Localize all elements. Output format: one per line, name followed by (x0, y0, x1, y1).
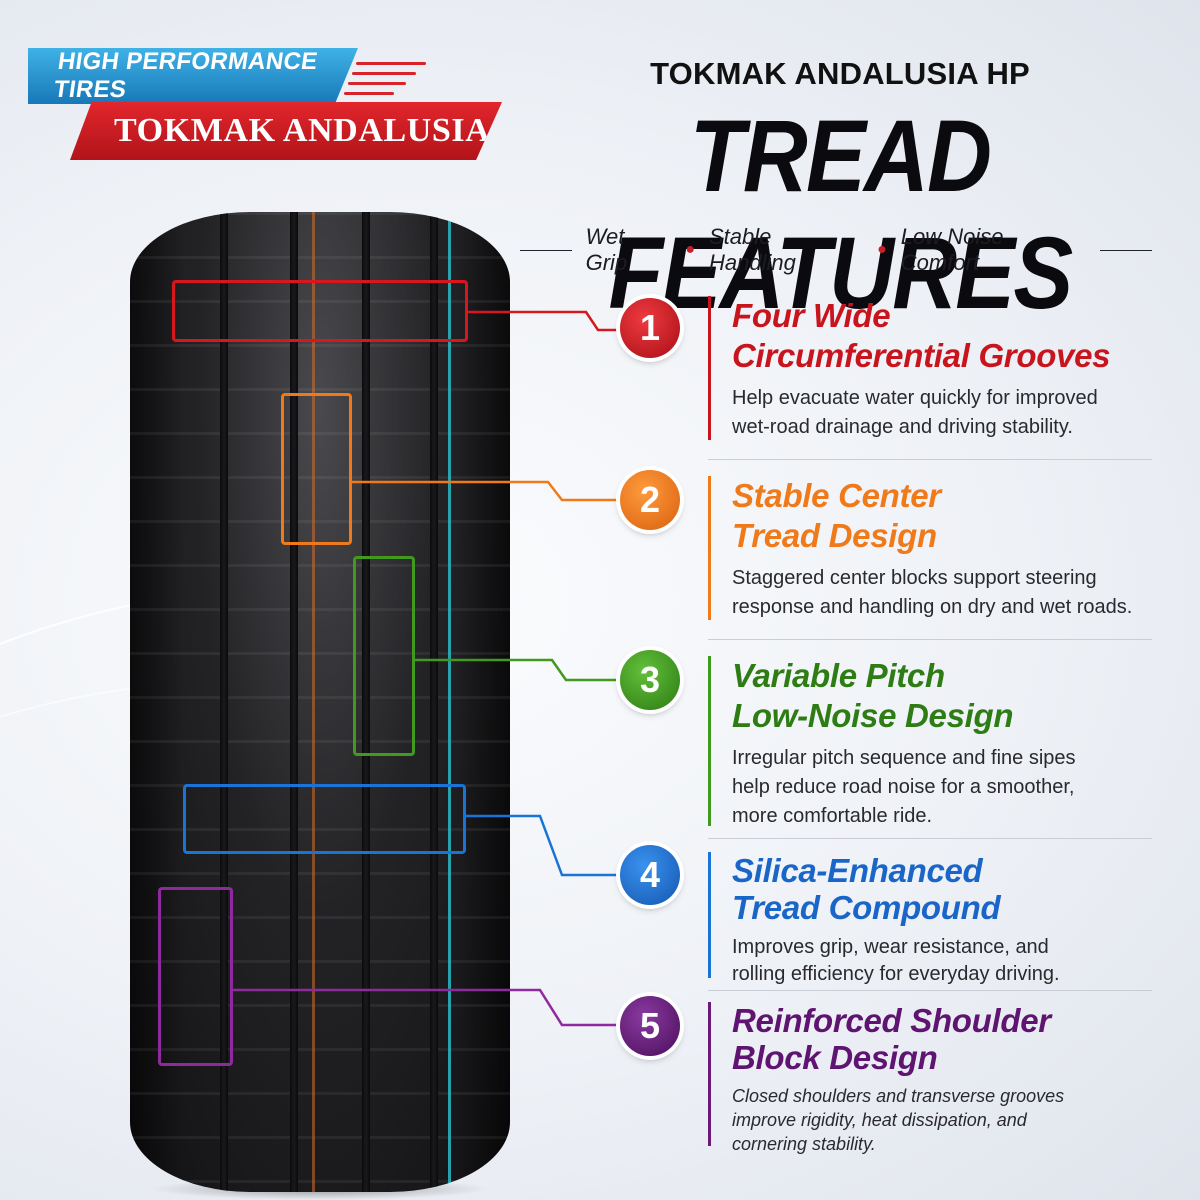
highlight-box-1 (172, 280, 468, 342)
feature-title-line: Reinforced Shoulder (732, 1002, 1051, 1039)
feature-number-badge-4: 4 (620, 845, 680, 905)
feature-description: Irregular pitch sequence and fine sipes … (732, 744, 1158, 831)
feature-accent-bar (708, 476, 711, 620)
feature-accent-bar (708, 1002, 711, 1146)
feature-title-line: Stable Center (732, 477, 941, 514)
feature-title-line: Tread Compound (732, 889, 1001, 926)
feature-1: Four Wide Circumferential Grooves Help e… (708, 296, 1158, 440)
feature-desc-line: Help evacuate water quickly for improved (732, 387, 1098, 409)
tagline-rule-right (1100, 249, 1152, 251)
feature-title-line: Four Wide (732, 297, 891, 334)
badge-line2: TOKMAK ANDALUSIA (114, 112, 491, 149)
feature-desc-line: Improves grip, wear resistance, and (732, 936, 1049, 958)
tread-groove (362, 212, 370, 1192)
feature-2: Stable Center Tread Design Staggered cen… (708, 476, 1158, 620)
badge-top-ribbon: HIGH PERFORMANCE TIRES (28, 48, 358, 104)
tire-image (130, 212, 510, 1192)
feature-number-badge-1: 1 (620, 298, 680, 358)
feature-title-line: Circumferential Grooves (732, 337, 1111, 374)
tread-groove (290, 212, 298, 1192)
tagline-rule-left (520, 249, 572, 251)
feature-desc-line: cornering stability. (732, 1134, 876, 1154)
page-subtitle: TOKMAK ANDALUSIA HP (650, 56, 1030, 91)
tagline-item: Stable Handling (708, 224, 796, 275)
feature-title-line: Low-Noise Design (732, 697, 1014, 734)
speed-line (344, 92, 394, 95)
speed-line (352, 72, 416, 75)
feature-number-badge-5: 5 (620, 996, 680, 1056)
feature-title: Variable Pitch Low-Noise Design (732, 656, 1158, 736)
tagline: Wet Grip ● Stable Handling ● Low Noise C… (520, 224, 1152, 276)
feature-5: Reinforced Shoulder Block Design Closed … (708, 1002, 1158, 1154)
badge-bottom-ribbon: TOKMAK ANDALUSIA (70, 102, 502, 160)
feature-desc-line: improve rigidity, heat dissipation, and (732, 1110, 1027, 1130)
feature-title-line: Block Design (732, 1039, 938, 1076)
orange-marker-stripe (312, 212, 315, 1192)
feature-description: Improves grip, wear resistance, and roll… (732, 934, 1158, 988)
feature-number-badge-2: 2 (620, 470, 680, 530)
feature-desc-line: help reduce road noise for a smoother, (732, 776, 1075, 798)
feature-desc-line: response and handling on dry and wet roa… (732, 596, 1133, 618)
tagline-item: Low Noise Comfort (900, 224, 1004, 275)
feature-title: Four Wide Circumferential Grooves (732, 296, 1158, 376)
speed-line (348, 82, 406, 85)
page-title: TREAD FEATURES (608, 99, 1074, 330)
feature-description: Staggered center blocks support steering… (732, 564, 1158, 622)
badge-line1: HIGH PERFORMANCE TIRES (52, 48, 320, 103)
highlight-box-5 (158, 887, 233, 1066)
feature-desc-line: Irregular pitch sequence and fine sipes (732, 747, 1076, 769)
highlight-box-3 (353, 556, 415, 756)
feature-desc-line: Staggered center blocks support steering (732, 567, 1097, 589)
feature-accent-bar (708, 852, 711, 978)
feature-divider (708, 459, 1152, 460)
feature-number-badge-3: 3 (620, 650, 680, 710)
feature-desc-line: rolling efficiency for everyday driving. (732, 963, 1060, 985)
feature-title: Stable Center Tread Design (732, 476, 1158, 556)
tread-groove (430, 212, 438, 1192)
feature-title-line: Silica-Enhanced (732, 852, 983, 889)
feature-divider (708, 838, 1152, 839)
feature-desc-line: wet-road drainage and driving stability. (732, 416, 1073, 438)
feature-desc-line: Closed shoulders and transverse grooves (732, 1086, 1065, 1106)
feature-title: Silica-Enhanced Tread Compound (732, 852, 1158, 926)
feature-title-line: Tread Design (732, 517, 937, 554)
feature-4: Silica-Enhanced Tread Compound Improves … (708, 852, 1158, 985)
feature-description: Closed shoulders and transverse grooves … (732, 1084, 1158, 1156)
feature-description: Help evacuate water quickly for improved… (732, 384, 1158, 442)
highlight-box-4 (183, 784, 466, 854)
feature-divider (708, 990, 1152, 991)
feature-accent-bar (708, 656, 711, 826)
feature-title: Reinforced Shoulder Block Design (732, 1002, 1158, 1076)
feature-divider (708, 639, 1152, 640)
feature-title-line: Variable Pitch (732, 657, 945, 694)
highlight-box-2 (281, 393, 352, 545)
feature-desc-line: more comfortable ride. (732, 805, 933, 827)
feature-accent-bar (708, 296, 711, 440)
tread-groove (220, 212, 228, 1192)
bullet-dot-icon: ● (877, 241, 887, 258)
teal-marker-stripe (448, 212, 451, 1192)
bullet-dot-icon: ● (685, 241, 695, 258)
speed-line (356, 62, 426, 65)
feature-3: Variable Pitch Low-Noise Design Irregula… (708, 656, 1158, 827)
tagline-item: Wet Grip (585, 224, 628, 275)
tread-lugs (130, 212, 510, 1192)
